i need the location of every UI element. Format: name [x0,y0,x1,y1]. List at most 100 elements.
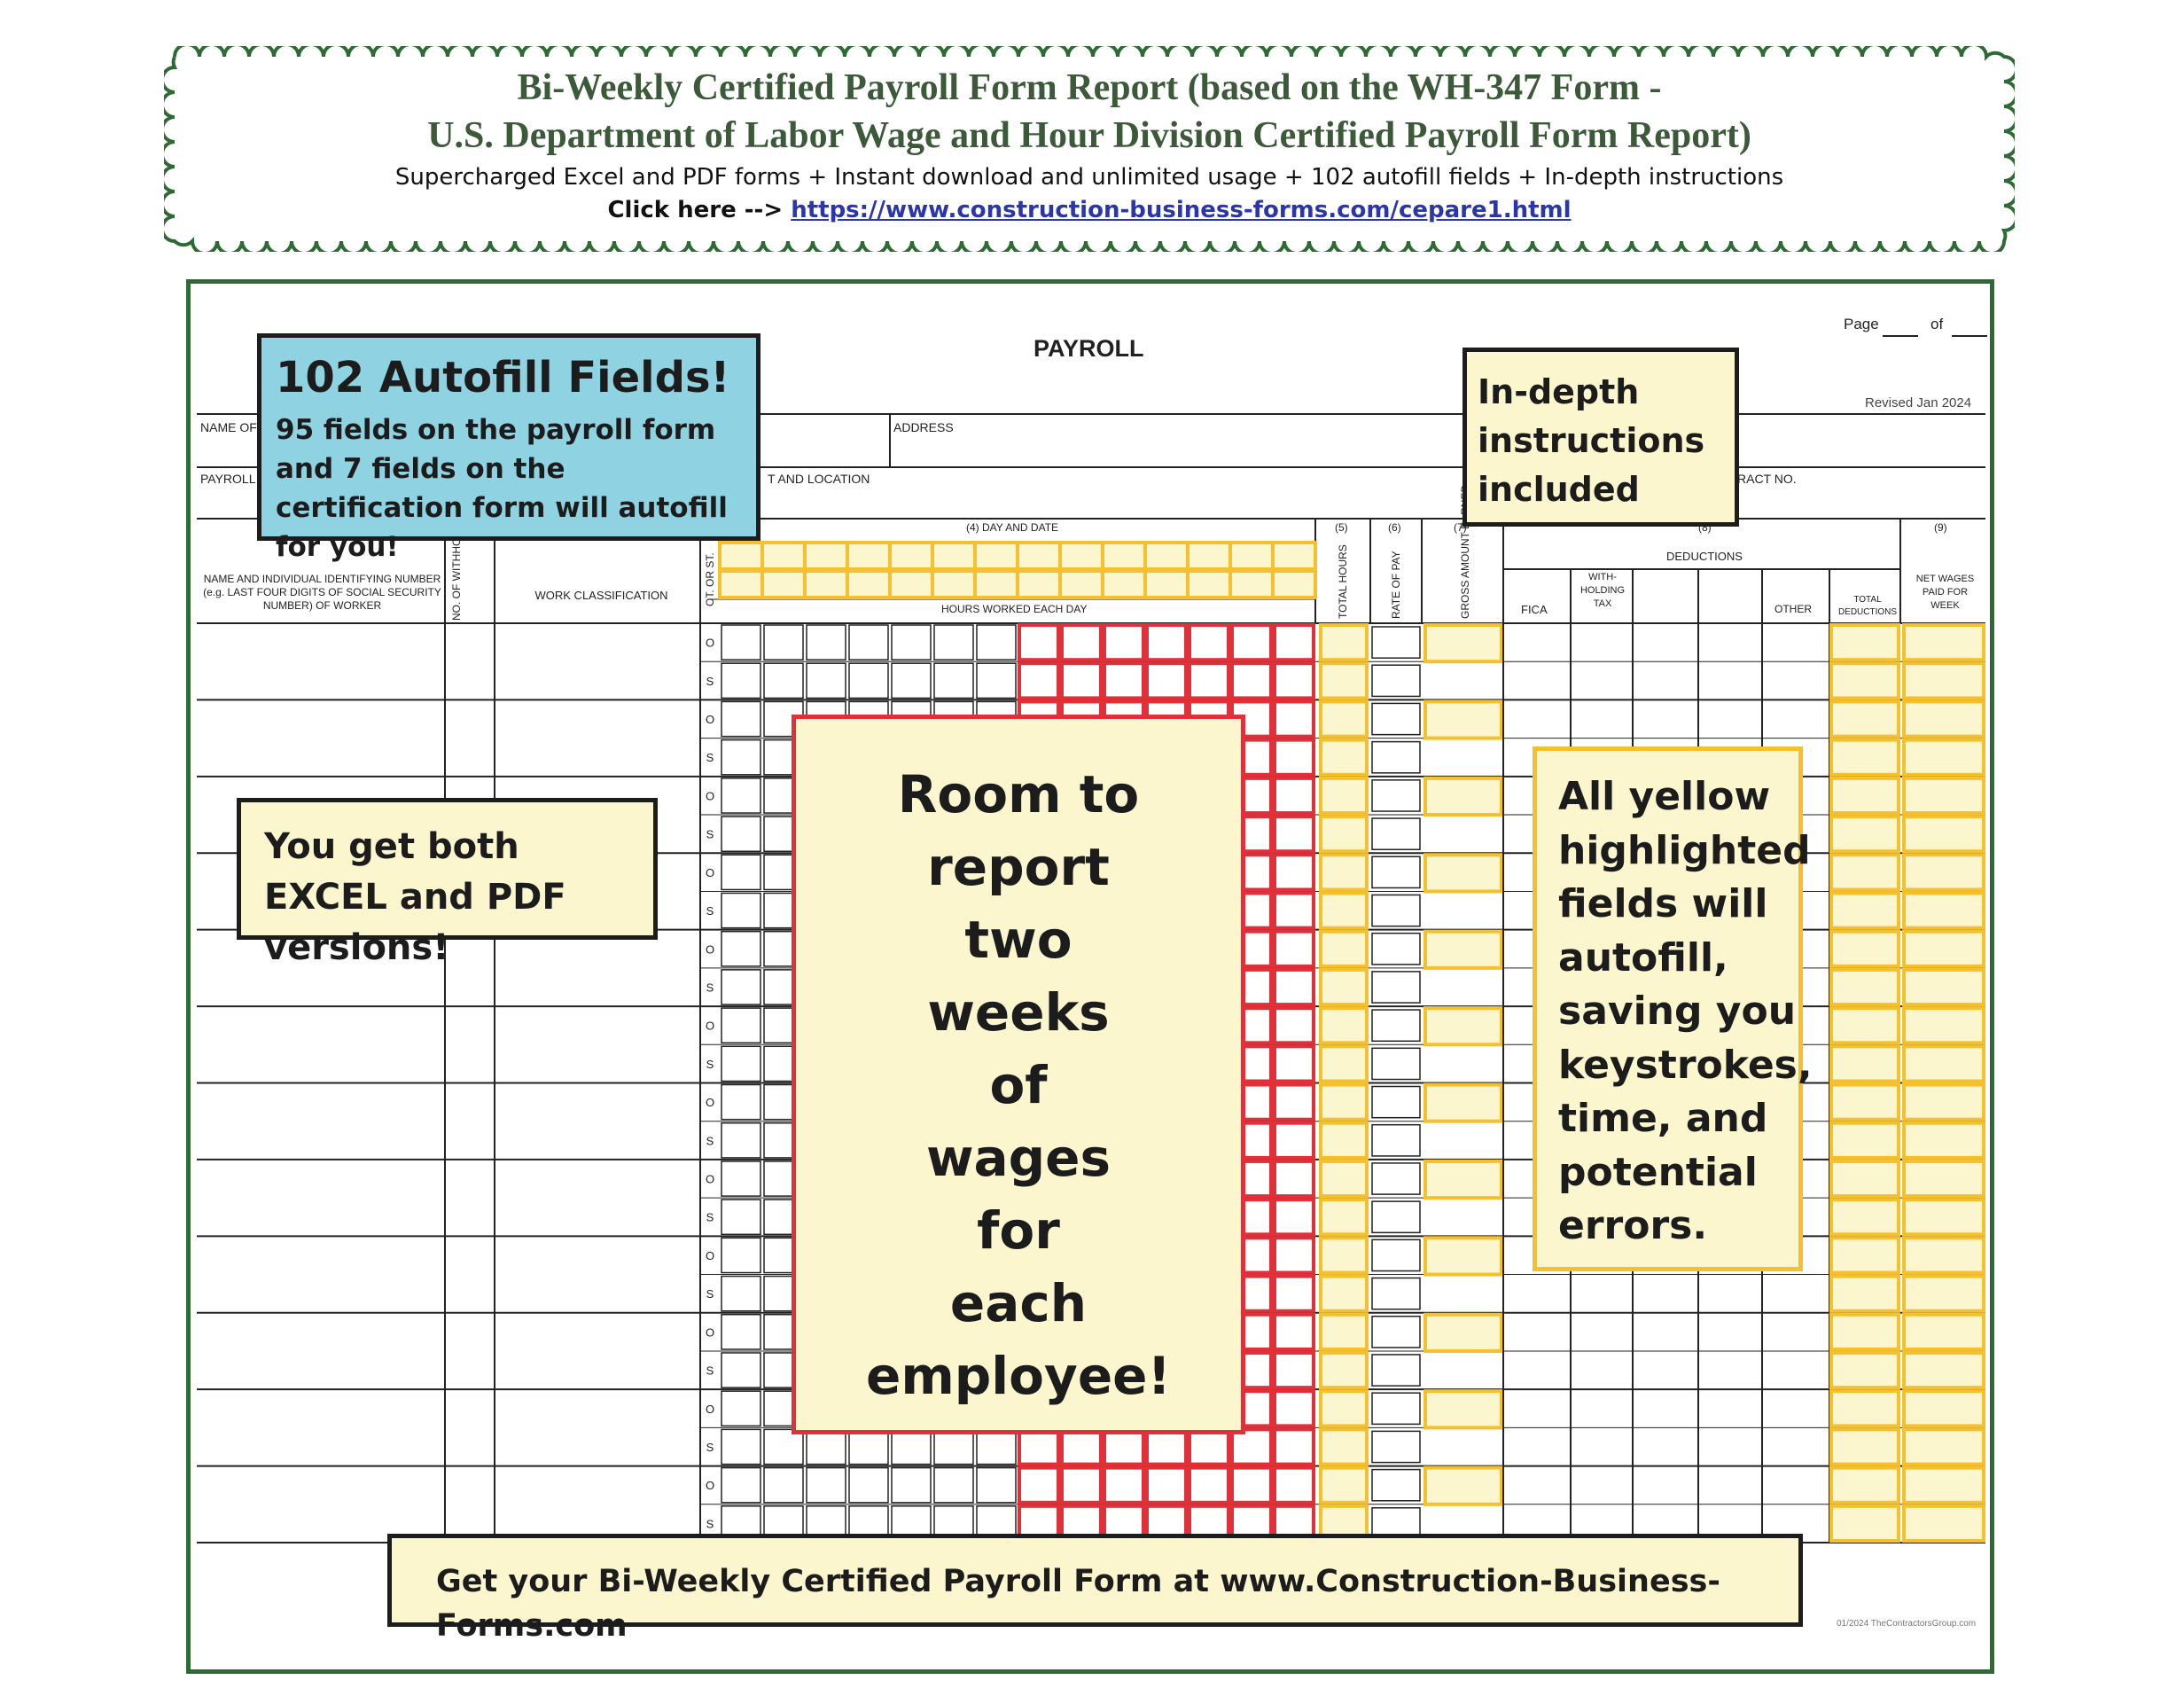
fica-header: FICA [1521,603,1548,616]
hour-cell [1018,623,1060,662]
room-to-report-line: employee! [866,1346,1171,1406]
hours-each-day-header: HOURS WORKED EACH DAY [941,603,1088,615]
net-wages-field [1902,853,1985,892]
hour-cell [721,662,761,699]
hour-cell [1273,1465,1315,1504]
get-form-callout[interactable]: Get your Bi-Weekly Certified Payroll For… [387,1534,1803,1644]
page-total-blank[interactable] [1952,335,1987,337]
hour-cell [891,1428,932,1465]
net-wages-field [1902,815,1985,854]
hour-cell [848,662,889,699]
yellow-fields-line: All yellow [1558,774,1771,819]
hour-cell [763,624,804,660]
page-label: Page [1844,316,1879,332]
total-deductions-field [1829,1389,1900,1428]
hour-cell [721,738,761,776]
rate-field [1371,971,1421,1004]
total-hours-field [1319,738,1369,777]
of-label: of [1930,316,1944,332]
ot-st-letter: S [706,751,714,764]
hour-cell [721,1121,761,1159]
gross-amount-field [1424,699,1503,740]
hour-cell [1018,661,1060,700]
hour-cell [848,1428,889,1465]
hour-cell [1188,623,1230,662]
page-number-blank[interactable] [1883,335,1918,337]
net-wages-field [1902,1312,1985,1351]
day-date-field [888,569,934,599]
product-link[interactable]: https://www.construction-business-forms.… [791,197,1572,223]
ot-st-letter: S [706,981,714,994]
banner-click-line: Click here --> https://www.construction-… [164,197,2015,223]
day-date-field [931,569,977,599]
total-hours-field [1319,1006,1369,1045]
excel-pdf-callout: You get both EXCEL and PDF versions! [237,798,658,968]
total-hours-field [1319,1082,1369,1121]
hour-cell [1230,661,1273,700]
total-hours-field [1319,929,1369,968]
rate-field [1371,1354,1421,1387]
room-to-report-line: Room to [897,764,1140,824]
day-date-field [846,541,892,571]
gross-amount-field [1424,1389,1503,1430]
day-date-field [1143,569,1190,599]
gross-amount-field [1424,1312,1503,1353]
hour-cell [721,1466,761,1504]
net-wages-field [1902,1198,1985,1237]
rate-field [1371,1316,1421,1348]
total-deductions-field [1829,776,1900,816]
rate-field [1371,932,1421,965]
hour-cell [1060,623,1103,662]
total-deductions-field [1829,1044,1900,1083]
hour-cell [1145,1465,1188,1504]
ot-st-letter: S [706,1134,714,1147]
hour-cell [721,1045,761,1082]
day-date-header: (4) DAY AND DATE [966,521,1059,534]
day-date-field [973,569,1019,599]
col9-label: (9) [1934,521,1947,534]
header-rule-2 [197,466,1985,468]
ot-st-letter: O [706,1479,714,1492]
hour-cell [1273,1427,1315,1466]
rate-field [1371,626,1421,659]
hour-cell [1273,1121,1315,1160]
hour-cell [1018,1427,1060,1466]
total-deductions-field [1829,1504,1900,1543]
name-of-label: NAME OF [200,420,257,434]
footer-copyright: 01/2024 TheContractorsGroup.com [1837,1619,1977,1629]
banner-title-line2: U.S. Department of Labor Wage and Hour D… [427,115,1751,156]
net-wages-field [1902,967,1985,1007]
total-hours-field [1319,776,1369,816]
total-deductions-field [1829,738,1900,777]
rate-field [1371,1009,1421,1043]
hour-cell [1273,815,1315,854]
hour-cell [1018,1465,1060,1504]
day-date-field [1228,569,1275,599]
rate-field [1371,894,1421,927]
rate-field [1371,1123,1421,1157]
instructions-text: In-depth instructions included [1478,372,1705,509]
rate-field [1371,1200,1421,1234]
hour-cell [1273,1082,1315,1121]
day-date-field [846,569,892,599]
rate-field [1371,702,1421,736]
hour-cell [721,778,761,814]
gross-amount-field [1424,1465,1503,1506]
total-deductions-field [1829,1465,1900,1504]
rate-field [1371,664,1421,698]
yellow-fields-line: saving you [1558,989,1797,1034]
hour-cell [1188,1465,1230,1504]
rate-field [1371,779,1421,812]
total-deductions-field [1829,1236,1900,1275]
hour-cell [1103,1427,1145,1466]
hour-cell [1145,623,1188,662]
total-deductions-field [1829,853,1900,892]
hour-cell [806,1428,846,1465]
hour-cell [1188,661,1230,700]
room-to-report-line: two [964,910,1072,970]
ot-st-letter: O [706,1020,714,1033]
